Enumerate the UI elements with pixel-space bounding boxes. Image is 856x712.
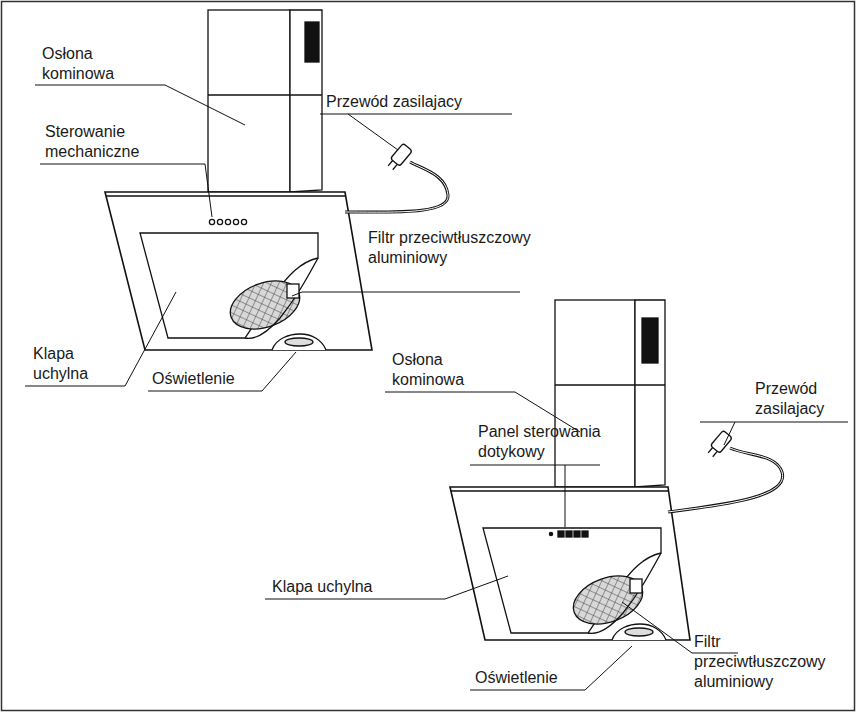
chimney-side xyxy=(290,10,322,192)
power-cable-core xyxy=(668,448,783,512)
tilt-flap-window xyxy=(140,233,318,338)
part-label: Panel sterowania dotykowy xyxy=(478,422,628,462)
leader-line xyxy=(35,85,245,125)
leader-line xyxy=(40,164,212,217)
control-knob xyxy=(225,219,230,224)
part-label: Oświetlenie xyxy=(475,668,558,688)
part-label: Przewód zasilajacy xyxy=(326,92,462,112)
power-cable-core xyxy=(345,162,448,212)
hood-top-edge xyxy=(451,490,668,491)
hood-body xyxy=(105,192,372,350)
grease-filter xyxy=(567,567,650,633)
chimney-front xyxy=(555,300,635,487)
part-label: Oświetlenie xyxy=(152,369,235,389)
flap-curl xyxy=(245,258,318,338)
lamp-lens xyxy=(285,338,313,346)
leader-lines xyxy=(25,85,848,690)
hood-mechanical xyxy=(105,10,448,350)
chimney-vent xyxy=(642,318,658,363)
part-label: Osłona kominowa xyxy=(392,350,482,390)
part-label: Filtr przeciwtłuszczowy aluminiowy xyxy=(368,228,533,268)
leader-line xyxy=(470,646,632,690)
tilt-flap-window xyxy=(483,528,661,633)
touch-key xyxy=(574,531,580,537)
part-label: Sterowanie mechaniczne xyxy=(45,122,175,162)
part-label: Klapa uchylna xyxy=(33,344,113,384)
part-label: Klapa uchylna xyxy=(272,577,373,597)
lamp-lens xyxy=(625,628,653,636)
control-knob xyxy=(209,219,214,224)
touch-key xyxy=(558,531,564,537)
hood-body xyxy=(450,487,690,640)
grease-filter xyxy=(224,272,307,338)
leader-line xyxy=(700,422,848,423)
leader-line xyxy=(348,114,398,150)
leader-line xyxy=(148,352,296,391)
leader-line xyxy=(724,422,735,445)
power-cable xyxy=(345,162,448,212)
filter-latch xyxy=(630,579,642,593)
control-knob xyxy=(217,219,222,224)
leader-line xyxy=(565,465,566,527)
part-label: Przewód zasilajacy xyxy=(755,379,845,419)
chimney-vent xyxy=(305,22,319,62)
hood-touch xyxy=(450,300,783,640)
plug xyxy=(706,430,733,458)
chimney-joint xyxy=(555,384,665,385)
hood-top-edge xyxy=(106,195,345,196)
leader-line xyxy=(265,576,508,599)
control-knob xyxy=(233,219,238,224)
chimney-joint xyxy=(208,94,322,95)
power-cable xyxy=(668,448,783,512)
control-knob xyxy=(241,219,246,224)
touch-key xyxy=(582,531,588,537)
chimney-front xyxy=(208,10,290,192)
touch-dot xyxy=(549,532,552,535)
lamp xyxy=(612,624,666,640)
chimney-side xyxy=(635,300,665,487)
plug xyxy=(386,143,413,171)
part-label: Osłona kominowa xyxy=(42,44,132,84)
leader-line xyxy=(292,292,520,296)
lamp xyxy=(272,334,326,350)
part-label: Filtr przeciwtłuszczowy aluminiowy xyxy=(694,632,844,692)
flap-curl xyxy=(588,553,661,633)
touch-key xyxy=(566,531,572,537)
leader-line xyxy=(470,465,600,466)
